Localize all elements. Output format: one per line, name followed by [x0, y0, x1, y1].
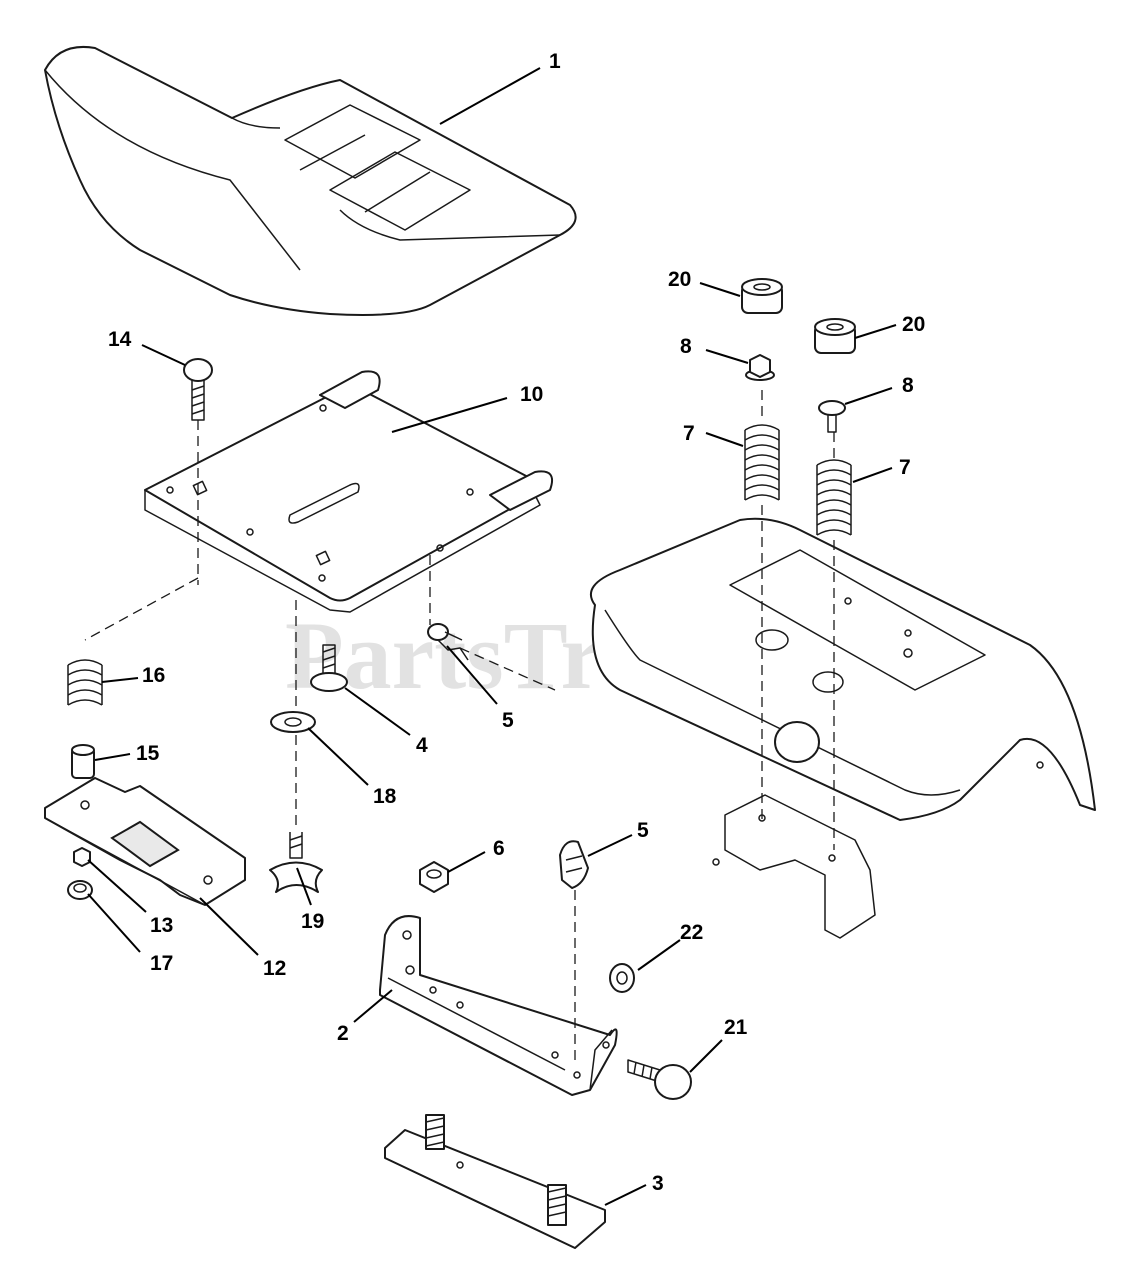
part-bushing-left[interactable] [741, 278, 783, 314]
callout-3[interactable]: 3 [652, 1172, 664, 1195]
part-seat-bracket[interactable] [379, 915, 618, 1096]
callout-18[interactable]: 18 [373, 785, 397, 808]
callout-8-right[interactable]: 8 [902, 374, 914, 397]
callout-5-upper[interactable]: 5 [502, 709, 514, 732]
part-nut-13[interactable] [73, 847, 91, 867]
assembly-lines [84, 390, 835, 1060]
part-seat-plate[interactable] [144, 370, 554, 613]
part-spring-small[interactable] [67, 659, 103, 706]
part-knob[interactable] [269, 832, 323, 893]
part-slide-bracket[interactable] [44, 777, 246, 906]
callout-2[interactable]: 2 [337, 1022, 349, 1045]
part-flange-nut-left[interactable] [745, 354, 775, 381]
part-spring-left[interactable] [744, 424, 780, 501]
part-seat[interactable] [44, 46, 577, 316]
callout-8-left[interactable]: 8 [680, 335, 692, 358]
part-clip-upper[interactable] [427, 623, 469, 661]
callout-19[interactable]: 19 [301, 910, 324, 933]
callout-10[interactable]: 10 [520, 383, 543, 406]
callout-22[interactable]: 22 [680, 921, 703, 944]
part-spring-right[interactable] [816, 459, 852, 536]
fender-frame [589, 517, 1096, 939]
callout-13[interactable]: 13 [150, 914, 173, 937]
part-clip-lower[interactable] [559, 840, 589, 889]
callout-17[interactable]: 17 [150, 952, 173, 975]
callouts: 1 2 3 4 5 5 6 7 7 8 8 10 12 13 14 15 16 … [108, 50, 925, 1195]
part-stud-plate[interactable] [384, 1114, 606, 1249]
callout-1[interactable]: 1 [549, 50, 561, 73]
part-bushing-right[interactable] [814, 318, 856, 354]
part-flange-bolt-right[interactable] [818, 400, 846, 433]
part-washer[interactable] [270, 711, 316, 733]
callout-16[interactable]: 16 [142, 664, 165, 687]
callout-7-right[interactable]: 7 [899, 456, 911, 479]
callout-21[interactable]: 21 [724, 1016, 748, 1039]
callout-6[interactable]: 6 [493, 837, 505, 860]
callout-20-left[interactable]: 20 [668, 268, 691, 291]
callout-7-left[interactable]: 7 [683, 422, 695, 445]
callout-4[interactable]: 4 [416, 734, 428, 757]
leader-lines [87, 67, 897, 1206]
callout-14[interactable]: 14 [108, 328, 132, 351]
part-nut-17[interactable] [67, 880, 93, 900]
part-spacer[interactable] [71, 744, 95, 779]
callout-15[interactable]: 15 [136, 742, 160, 765]
callout-5-lower[interactable]: 5 [637, 819, 649, 842]
part-hex-nut[interactable] [419, 861, 449, 893]
callout-12[interactable]: 12 [263, 957, 286, 980]
part-bolt-21[interactable] [627, 1059, 692, 1100]
callout-20-right[interactable]: 20 [902, 313, 925, 336]
part-carriage-bolt[interactable] [183, 358, 213, 421]
part-shoulder-bolt[interactable] [310, 644, 348, 692]
part-nut-22[interactable] [609, 963, 635, 993]
